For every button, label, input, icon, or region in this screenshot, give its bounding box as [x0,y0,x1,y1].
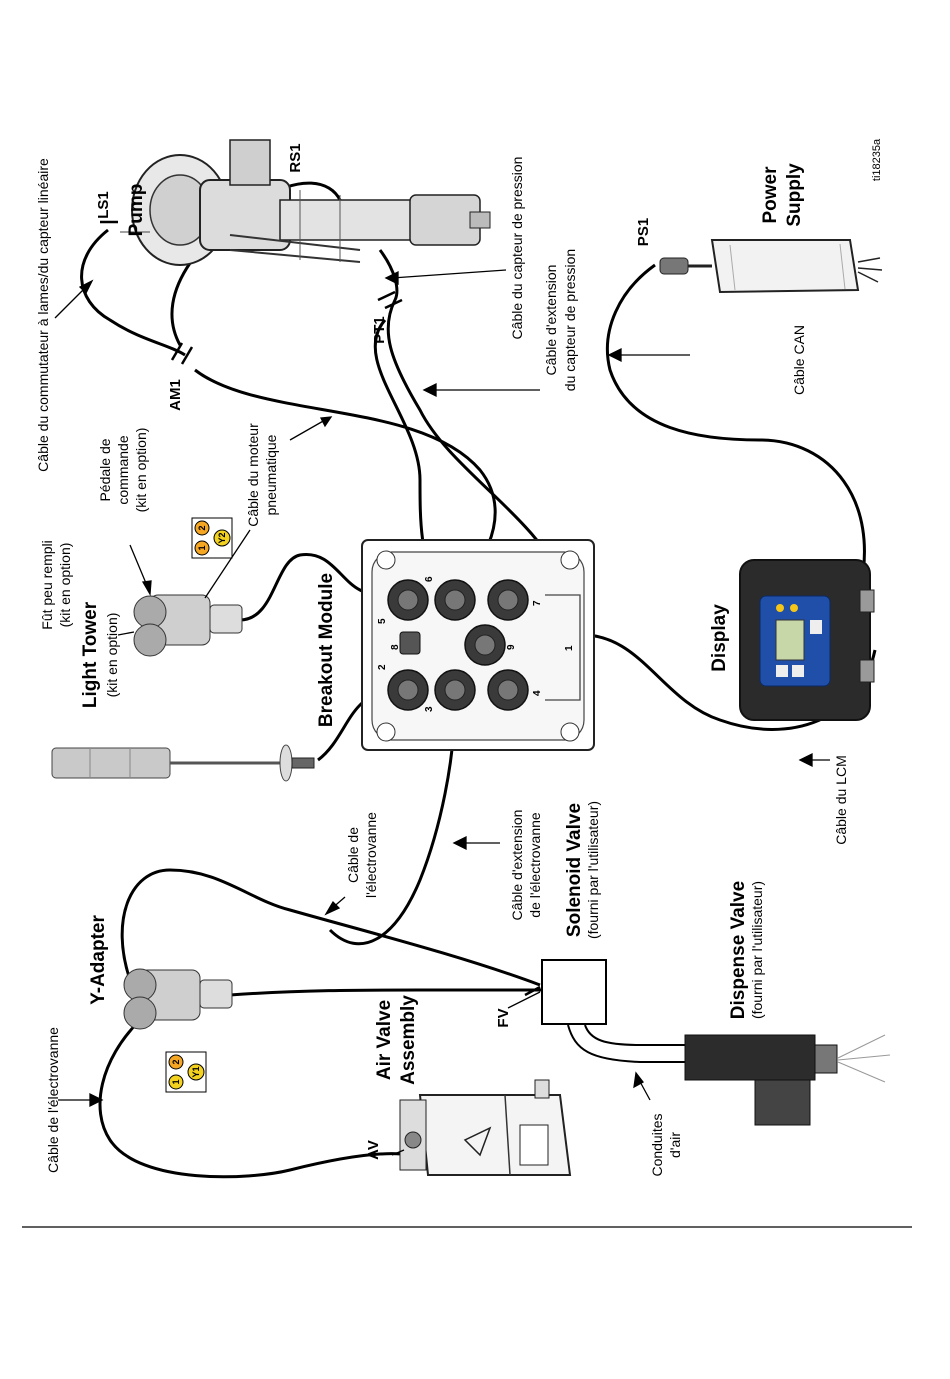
cables [80,181,877,1179]
port-label-8: 8 [390,644,401,650]
cable-can [605,263,866,591]
label-breakout-module: Breakout Module [316,573,337,727]
air-line-2 [584,1024,688,1046]
pump-illustration [120,139,491,266]
light-tower-illustration [51,744,315,782]
callout-solenoid-ext-2: de l'électrovanne [527,812,543,918]
callout-pedal-3: (kit en option) [133,428,149,513]
callout-pedal-1: Pédale de [97,438,113,501]
callout-lcm: Câble du LCM [833,755,849,845]
breakout-module [361,539,595,751]
code-ls1: LS1 [95,191,112,219]
label-power-1: Power [760,166,781,224]
callout-pressure-ext-1: Câble d'extension [543,265,559,376]
air-valve-illustration [399,1079,572,1176]
port-label-1: 1 [564,645,575,651]
label-light-tower: Light Tower [80,601,101,708]
label-dispense-valve: Dispense Valve [728,881,749,1019]
callout-pedal-2: commande [115,435,131,504]
callout-solenoid-2: l'électrovanne [363,812,379,898]
label-light-tower-sub: (kit en option) [104,613,120,698]
code-rs1: RS1 [287,143,304,172]
cable-y1-av [98,1018,411,1179]
cable-solenoid-ext [328,699,457,946]
label-dispense-valve-sub: (fourni par l'utilisateur) [749,881,765,1019]
power-supply-illustration [659,239,883,294]
y-adapter-bottom-illustration [123,968,233,1030]
figure-id: ti18235a [871,138,883,181]
label-display: Display [709,604,730,672]
port-label-2: 2 [377,664,388,670]
label-air-valve-2: Assembly [398,995,419,1085]
label-solenoid-valve: Solenoid Valve [564,803,585,937]
display-illustration [739,559,875,721]
code-fv: FV [495,1008,512,1027]
leader-arrows [54,269,830,1156]
badge-y2-n1: 1 [197,545,207,550]
cable-reed-switch [80,228,186,357]
callout-air-lines-1: Conduites [649,1113,665,1176]
label-power-2: Supply [784,163,805,227]
cable-break-marks [100,220,541,997]
callout-air-motor-2: pneumatique [263,434,279,515]
badge-y2-y: Y2 [217,532,227,543]
callout-drum-2: (kit en option) [57,543,73,628]
callout-reed-switch: Câble du commutateur à lames/du capteur … [35,158,51,472]
badge-y2-n2: 2 [197,525,207,530]
badge-y1-n2: 2 [171,1059,181,1064]
callout-pressure-sensor: Câble du capteur de pression [509,157,525,340]
code-ps1: PS1 [635,218,652,246]
badge-y1-y: Y1 [191,1066,201,1077]
callout-solenoid-left: Câble de l'électrovanne [45,1027,61,1173]
callout-drum-1: Fût peu rempli [39,540,55,629]
callout-pressure-ext-2: du capteur de pression [562,249,578,391]
solenoid-valve-box [541,959,607,1025]
port-8 [399,631,421,655]
callout-solenoid-ext-1: Câble d'extension [509,810,525,921]
port-label-7: 7 [532,600,543,606]
label-solenoid-valve-sub: (fourni par l'utilisateur) [585,801,601,939]
callout-solenoid-1: Câble de [345,827,361,883]
port-label-3: 3 [424,706,435,712]
badge-y2 [191,517,233,559]
cable-solenoid [120,868,541,987]
air-line-1 [567,1024,688,1063]
label-y-adapter: Y-Adapter [88,915,109,1005]
code-av: AV [365,1140,382,1160]
cable-y1-fv [229,988,542,997]
label-pump: Pump [126,184,147,237]
port-label-9: 9 [506,644,517,650]
badge-y1 [165,1051,207,1093]
y-adapter-top-illustration [133,594,243,657]
label-air-valve-1: Air Valve [374,1000,395,1080]
badge-y1-n1: 1 [171,1079,181,1084]
port-label-5: 5 [377,618,388,624]
code-pt1: PT1 [371,316,388,344]
port-label-4: 4 [532,690,543,696]
port-label-6: 6 [424,576,435,582]
dispense-valve-illustration [684,1034,891,1126]
code-am1: AM1 [167,379,184,411]
callout-air-motor-1: Câble du moteur [245,423,261,527]
callout-can: Câble CAN [791,325,807,395]
callout-air-lines-2: d'air [667,1132,683,1158]
